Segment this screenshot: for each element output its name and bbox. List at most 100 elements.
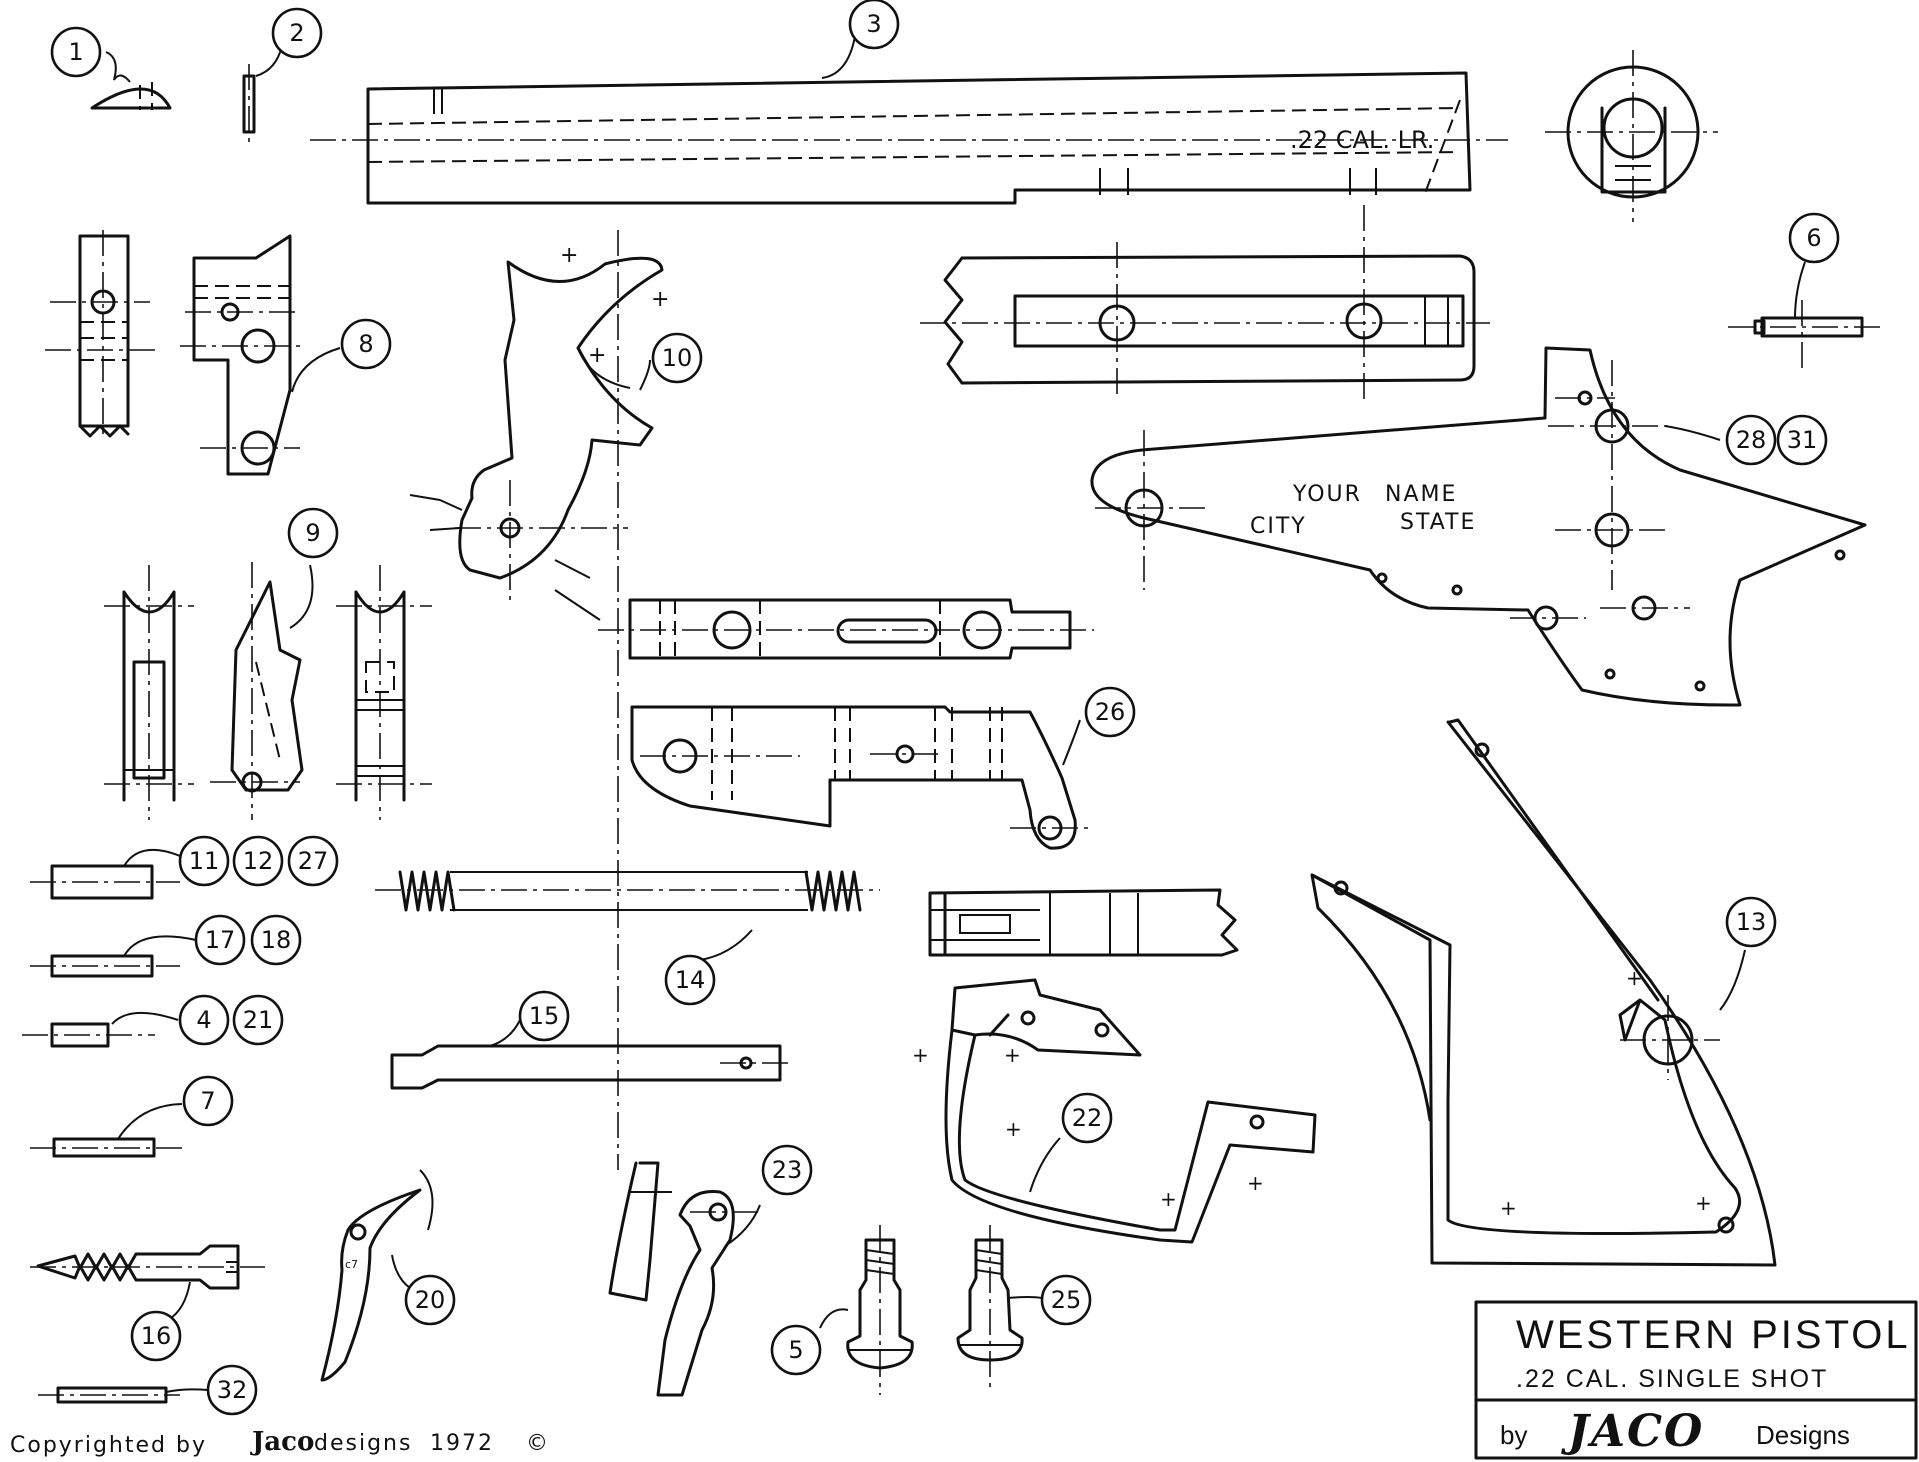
part-20-spring-lever: c7 (320, 1169, 434, 1382)
part-4-21-pin (22, 1011, 179, 1048)
part-10-hammer: + + + (409, 243, 669, 621)
barrel-end-view (1545, 50, 1718, 222)
svg-text:.22 CAL. LR.: .22 CAL. LR. (1290, 126, 1434, 154)
svg-text:+: + (1695, 1191, 1712, 1215)
callout-16: 16 (130, 1310, 182, 1362)
svg-text:1972: 1972 (430, 1431, 494, 1456)
svg-text:21: 21 (243, 1006, 274, 1034)
title-block-subtitle: .22 CAL. SINGLE SHOT (1516, 1365, 1828, 1393)
svg-text:15: 15 (529, 1002, 560, 1030)
svg-text:18: 18 (261, 926, 292, 954)
callout-21: 21 (232, 994, 284, 1046)
svg-text:+: + (588, 343, 606, 368)
part-8-sear-block (180, 234, 341, 476)
callout-4: 4 (178, 994, 230, 1046)
part-15-ejector-rod (390, 1019, 790, 1090)
svg-text:designs: designs (314, 1431, 412, 1456)
svg-text:1: 1 (68, 38, 83, 66)
part-25-screw (819, 1225, 914, 1395)
callout-20: 20 (404, 1274, 456, 1326)
callout-31: 31 (1776, 414, 1828, 466)
svg-text:10: 10 (662, 344, 693, 372)
svg-text:+: + (560, 243, 578, 268)
part-16-screw (30, 1244, 265, 1321)
callout-18: 18 (250, 914, 302, 966)
svg-text:26: 26 (1095, 698, 1126, 726)
svg-text:c7: c7 (345, 1258, 358, 1271)
callout-22: 22 (1061, 1092, 1113, 1144)
callout-7: 7 (182, 1075, 234, 1127)
callout-5: 25 (1040, 1274, 1092, 1326)
part-11-12-27-rod (30, 849, 181, 900)
callout-23: 23 (761, 1144, 813, 1196)
svg-text:+: + (651, 287, 669, 312)
svg-text:©: © (526, 1431, 550, 1456)
callout-10: 10 (651, 332, 703, 384)
slide-top-view (920, 205, 1490, 400)
svg-text:STATE: STATE (1400, 510, 1476, 535)
part-13-grip: + + + (1310, 718, 1777, 1267)
svg-text:27: 27 (298, 847, 329, 875)
svg-text:31: 31 (1787, 426, 1818, 454)
callout-25: 5 (770, 1324, 822, 1376)
svg-text:9: 9 (305, 519, 320, 547)
callout-8: 8 (340, 318, 392, 370)
part-28-31-frame-plate: YOUR NAME CITY STATE (1090, 346, 1867, 707)
svg-text:CITY: CITY (1250, 514, 1307, 539)
svg-text:12: 12 (243, 847, 274, 875)
callout-6: 6 (1788, 212, 1840, 264)
callout-15: 15 (518, 990, 570, 1042)
callout-27: 27 (287, 835, 339, 887)
part-slide-end (928, 888, 1239, 957)
title-block-title: WESTERN PISTOL (1516, 1313, 1911, 1357)
svg-text:+: + (1004, 1043, 1021, 1067)
part-26-trigger-bar (630, 705, 1090, 850)
svg-text:20: 20 (415, 1286, 446, 1314)
svg-text:NAME: NAME (1385, 482, 1457, 507)
title-block: WESTERN PISTOL .22 CAL. SINGLE SHOT by J… (1474, 1300, 1918, 1460)
callout-3: 3 (848, 0, 900, 50)
svg-text:32: 32 (217, 1376, 248, 1404)
part-7-pin (30, 1103, 185, 1158)
callout-2: 2 (271, 7, 323, 59)
svg-text:+: + (1247, 1171, 1264, 1195)
callout-11: 11 (178, 835, 230, 887)
callout-14: 14 (664, 954, 716, 1006)
brand-logo: JACO (1561, 1406, 1704, 1457)
part-6-pin (1728, 261, 1880, 370)
svg-text:+: + (1626, 966, 1643, 990)
svg-text:+: + (1500, 1196, 1517, 1220)
part-3-barrel: .22 CAL. LR. (310, 29, 1508, 205)
svg-text:16: 16 (141, 1322, 172, 1350)
callout-17: 17 (194, 914, 246, 966)
svg-text:28: 28 (1736, 426, 1767, 454)
part-32-pin (38, 1386, 209, 1404)
svg-text:14: 14 (675, 966, 706, 994)
part-17-18-pin (30, 935, 197, 978)
callout-12: 12 (232, 835, 284, 887)
part-5-screw (956, 1225, 1043, 1390)
part-9-trigger-views (104, 562, 432, 820)
svg-text:+: + (1160, 1187, 1177, 1211)
svg-text:25: 25 (1051, 1286, 1082, 1314)
callout-13: 13 (1725, 896, 1777, 948)
svg-text:+: + (912, 1043, 929, 1067)
svg-text:17: 17 (205, 926, 236, 954)
svg-text:Jaco: Jaco (250, 1427, 314, 1457)
part-slide-block (598, 598, 1094, 660)
svg-text:Copyrighted by: Copyrighted by (10, 1433, 207, 1458)
copyright-line: Copyrighted by Jaco designs 1972 © (10, 1427, 550, 1458)
svg-text:6: 6 (1806, 224, 1821, 252)
svg-text:by: by (1500, 1420, 1527, 1450)
part-23-sear (608, 1161, 761, 1397)
part-2-pin (242, 45, 283, 146)
svg-text:11: 11 (189, 847, 220, 875)
callout-26: 26 (1084, 686, 1136, 738)
svg-text:Designs: Designs (1756, 1420, 1850, 1450)
part-1-front-sight (90, 51, 172, 110)
svg-text:5: 5 (788, 1336, 803, 1364)
svg-text:2: 2 (289, 19, 304, 47)
callout-28: 28 (1725, 414, 1777, 466)
